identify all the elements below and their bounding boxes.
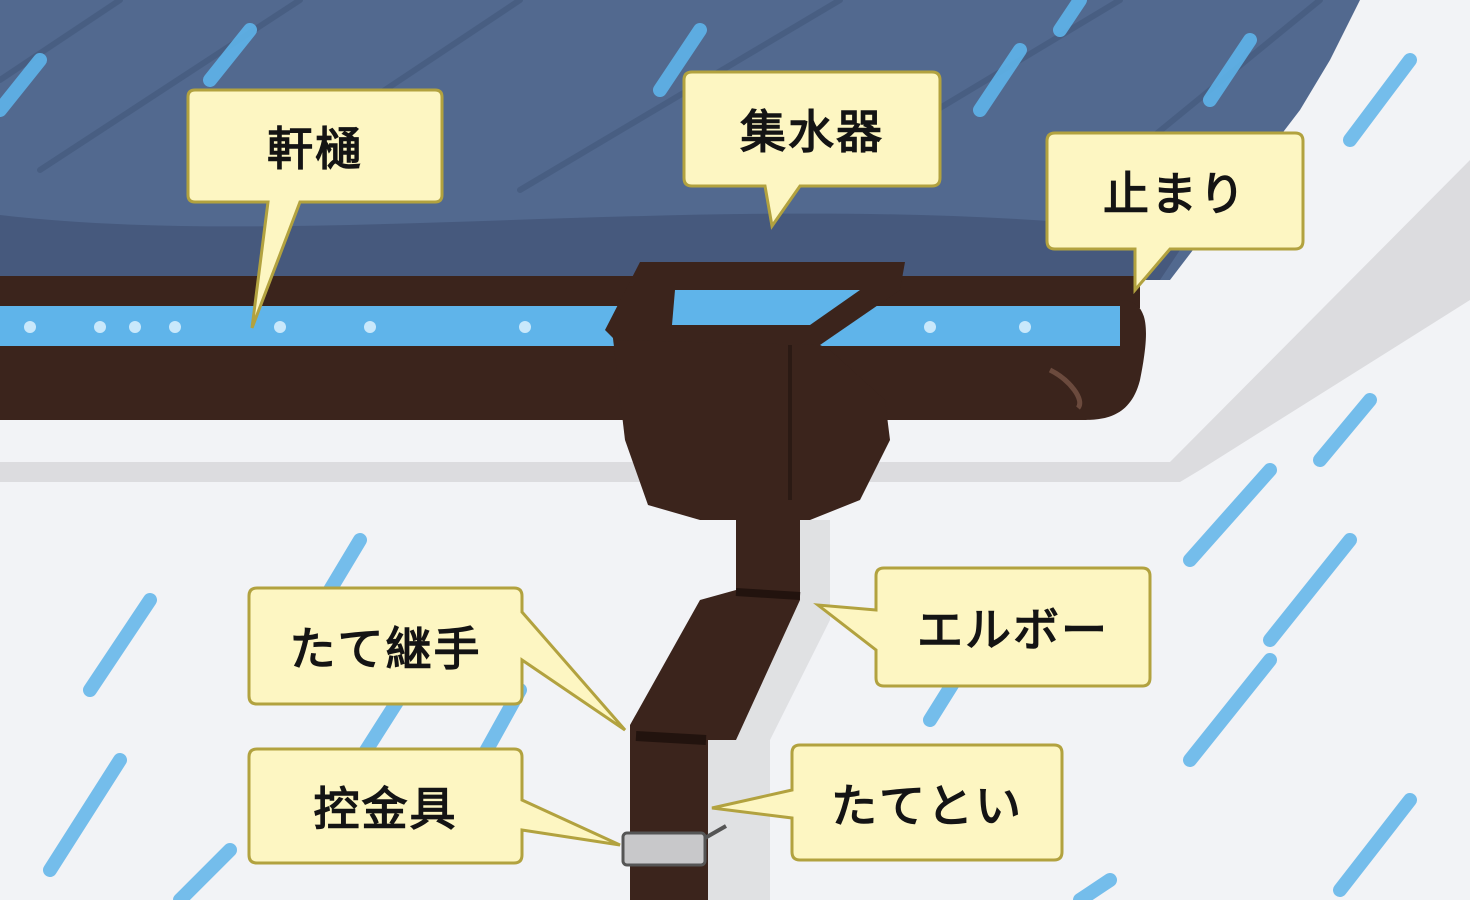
callout-bubble-tate-toi — [711, 743, 1064, 862]
elbow-joint — [735, 588, 801, 600]
downspout — [630, 510, 800, 900]
label-noki-toi: 軒樋 — [267, 122, 363, 176]
callout-bubble-elbow — [813, 566, 1152, 688]
bracket-arm — [704, 824, 727, 840]
water-bubble — [94, 321, 106, 333]
roof-ridge — [0, 0, 123, 83]
label-elbow: エルボー — [917, 603, 1109, 657]
rain-streak — [1333, 793, 1417, 897]
callout-bubble-tate-tsugite — [247, 586, 627, 732]
rain-streak — [1183, 653, 1277, 767]
roof-rain-streaks — [0, 0, 1257, 117]
rain-streak — [973, 43, 1027, 117]
callout-bubble-tomari — [1045, 131, 1305, 295]
rain-streak — [203, 23, 257, 87]
water-bubble — [129, 321, 141, 333]
water-bubble — [24, 321, 36, 333]
rain-streak — [1183, 463, 1277, 567]
rain-streak — [83, 593, 157, 697]
callout-bubble-shusuiki — [682, 70, 942, 230]
water-bubble — [274, 321, 286, 333]
collector-body — [612, 330, 890, 520]
gutter-end-cap — [1048, 367, 1083, 410]
roof-ridge — [517, 0, 843, 193]
roof — [0, 0, 1360, 280]
rain-streak — [1203, 33, 1257, 107]
label-tate-tsugite: たて継手 — [289, 622, 482, 676]
vertical-joint — [635, 731, 707, 745]
rain-streak — [173, 843, 237, 900]
rain-streak — [1053, 0, 1087, 37]
collector-opening — [672, 290, 860, 325]
rain-streak — [0, 53, 47, 117]
label-tate-toi: たてとい — [831, 778, 1023, 833]
water-bubble — [519, 321, 531, 333]
callouts — [186, 70, 1305, 865]
label-shusuiki: 集水器 — [740, 105, 884, 159]
rain-streak — [1073, 873, 1117, 900]
callout-bubble-noki-toi — [186, 88, 444, 329]
gutter-back-rim — [0, 276, 1140, 308]
gutter-water — [0, 306, 1120, 348]
label-tomari: 止まり — [1103, 167, 1247, 221]
rain-streak — [1343, 53, 1417, 147]
water-bubble — [1019, 321, 1031, 333]
label-hikae-kanagu: 控金具 — [313, 782, 458, 836]
rain-streak — [653, 23, 707, 97]
rain-streak — [1263, 533, 1357, 647]
water-bubble — [924, 321, 936, 333]
water-bubble — [364, 321, 376, 333]
rain-streak — [43, 753, 127, 877]
rain-streak — [1313, 393, 1377, 467]
bracket — [621, 831, 707, 867]
callout-bubble-hikae-kanagu — [247, 747, 621, 865]
water-bubble — [169, 321, 181, 333]
